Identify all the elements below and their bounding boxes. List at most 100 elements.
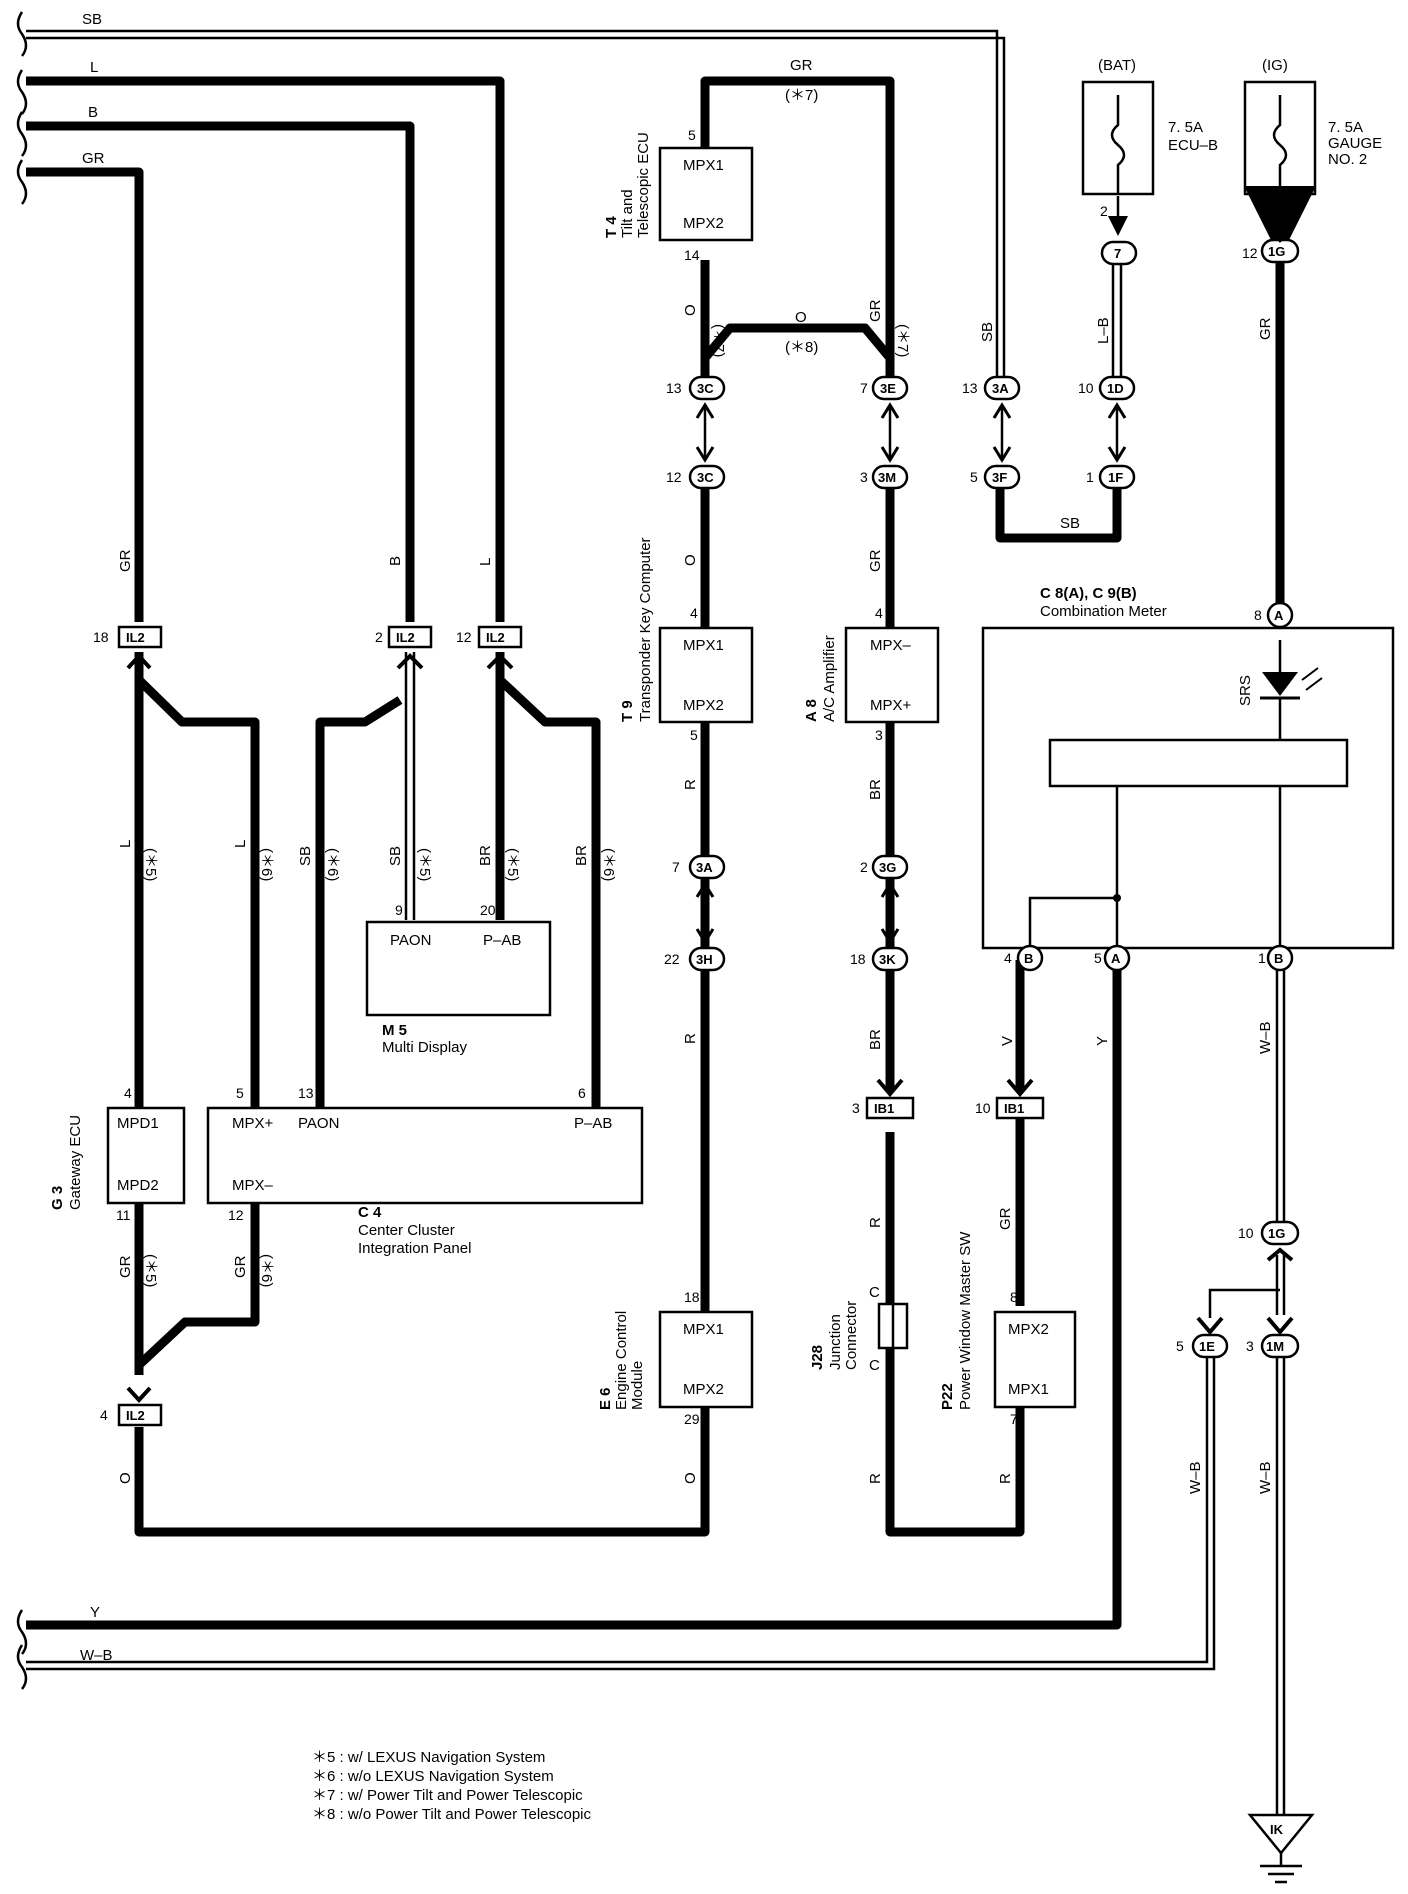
svg-text:5: 5 [236,1085,244,1101]
svg-text:PAON: PAON [390,932,431,949]
svg-text:3: 3 [1246,1338,1254,1354]
svg-text:14: 14 [684,247,700,263]
svg-text:GR: GR [1257,317,1274,340]
svg-text:MPX+: MPX+ [232,1115,274,1132]
svg-text:13: 13 [298,1085,314,1101]
svg-text:IL2: IL2 [396,630,415,645]
svg-text:B: B [1024,951,1033,966]
svg-text:T 9: T 9 [619,700,636,722]
fuse-rating: 7. 5A [1168,119,1203,136]
svg-text:3: 3 [852,1100,860,1116]
connector-1g: 1G [1268,244,1285,259]
svg-text:P–AB: P–AB [483,932,521,949]
svg-text:1: 1 [1258,950,1266,966]
svg-text:O: O [682,554,699,566]
svg-text:(＊6): (＊6) [324,848,341,881]
svg-text:4: 4 [124,1085,132,1101]
svg-text:MPD1: MPD1 [117,1115,159,1132]
wires [26,29,1286,1815]
svg-text:Module: Module [629,1361,646,1410]
svg-text:MPX–: MPX– [870,637,912,654]
svg-text:5: 5 [690,727,698,743]
svg-text:R: R [997,1473,1014,1484]
svg-text:IB1: IB1 [1004,1101,1024,1116]
svg-text:GR: GR [867,299,884,322]
svg-text:4: 4 [875,605,883,621]
svg-text:(＊6): (＊6) [258,848,275,881]
svg-text:5: 5 [1094,950,1102,966]
svg-text:GR: GR [867,549,884,572]
note-5: ＊5 : w/ LEXUS Navigation System [312,1749,545,1766]
svg-text:C 8(A), C 9(B): C 8(A), C 9(B) [1040,585,1137,602]
svg-text:3F: 3F [992,470,1007,485]
svg-text:R: R [867,1217,884,1228]
svg-text:4: 4 [690,605,698,621]
svg-text:E 6: E 6 [597,1387,614,1410]
svg-text:IK: IK [1270,1822,1284,1837]
svg-text:20: 20 [480,902,496,918]
arrows [126,226,1294,1403]
svg-text:MPX2: MPX2 [683,697,724,714]
fuse-ecu-b: (BAT) 7. 5A ECU–B 2 [1081,57,1218,236]
component-t4-tilt-telescopic-ecu: MPX1 MPX2 5 14 T 4 Tilt and Telescopic E… [603,127,754,263]
legend-notes: ＊5 : w/ LEXUS Navigation System ＊6 : w/o… [312,1749,592,1823]
svg-text:1F: 1F [1108,470,1123,485]
svg-text:(＊5): (＊5) [142,1254,159,1287]
note-7: ＊7 : w/ Power Tilt and Power Telescopic [312,1787,583,1804]
svg-text:IL2: IL2 [126,630,145,645]
wire-color-labels: SB L B GR GR O SB Y W–B O GR SB L–B GR G… [80,11,1274,1664]
svg-text:18: 18 [850,951,866,967]
svg-text:1M: 1M [1266,1339,1284,1354]
svg-text:L–B: L–B [1095,317,1112,344]
svg-text:T 4: T 4 [603,216,620,238]
svg-text:Tilt and: Tilt and [619,189,636,238]
svg-text:C: C [869,1357,880,1374]
svg-text:2: 2 [860,859,868,875]
component-a8-ac-amplifier: MPX– MPX+ 4 3 A 8 A/C Amplifier [803,605,940,743]
svg-text:10: 10 [1238,1225,1254,1241]
svg-text:Telescopic ECU: Telescopic ECU [635,132,652,238]
svg-text:NO. 2: NO. 2 [1328,151,1367,168]
svg-text:L: L [90,59,98,76]
svg-text:3C: 3C [697,470,714,485]
svg-text:13: 13 [962,380,978,396]
svg-text:18: 18 [93,629,109,645]
svg-text:1D: 1D [1107,381,1124,396]
component-p22-power-window-master-sw: MPX2 MPX1 8 7 P22 Power Window Master SW [939,1231,1077,1427]
component-c4-center-cluster-integration-panel: MPX+ MPX– PAON P–AB 5 12 13 6 C 4 Center… [206,1085,644,1257]
svg-text:B: B [387,556,404,566]
svg-text:MPD2: MPD2 [117,1177,159,1194]
svg-text:GR: GR [997,1207,1014,1230]
svg-text:29: 29 [684,1411,700,1427]
svg-text:Y: Y [90,1604,100,1621]
svg-text:3A: 3A [992,381,1009,396]
svg-text:MPX2: MPX2 [683,1381,724,1398]
svg-text:3: 3 [860,469,868,485]
component-e6-engine-control-module: MPX1 MPX2 18 29 E 6 Engine Control Modul… [597,1289,754,1427]
svg-text:M 5: M 5 [382,1022,407,1039]
svg-text:Combination Meter: Combination Meter [1040,603,1167,620]
svg-text:R: R [867,1473,884,1484]
svg-text:5: 5 [688,127,696,143]
svg-text:R: R [682,1033,699,1044]
svg-text:O: O [682,1472,699,1484]
svg-text:MPX1: MPX1 [683,1321,724,1338]
svg-text:C: C [869,1284,880,1301]
svg-text:B: B [1274,951,1283,966]
svg-text:MPX+: MPX+ [870,697,912,714]
svg-text:Multi Display: Multi Display [382,1039,468,1056]
svg-text:3E: 3E [880,381,896,396]
svg-text:3K: 3K [879,952,896,967]
svg-text:7: 7 [672,859,680,875]
fuse-name: ECU–B [1168,137,1218,154]
svg-text:3H: 3H [696,952,713,967]
svg-text:W–B: W–B [1187,1461,1204,1494]
svg-text:V: V [999,1036,1016,1046]
svg-text:IL2: IL2 [126,1408,145,1423]
svg-text:R: R [682,779,699,790]
svg-text:BR: BR [867,779,884,800]
svg-text:(＊8): (＊8) [785,339,818,356]
svg-text:3M: 3M [878,470,896,485]
svg-text:18: 18 [684,1289,700,1305]
